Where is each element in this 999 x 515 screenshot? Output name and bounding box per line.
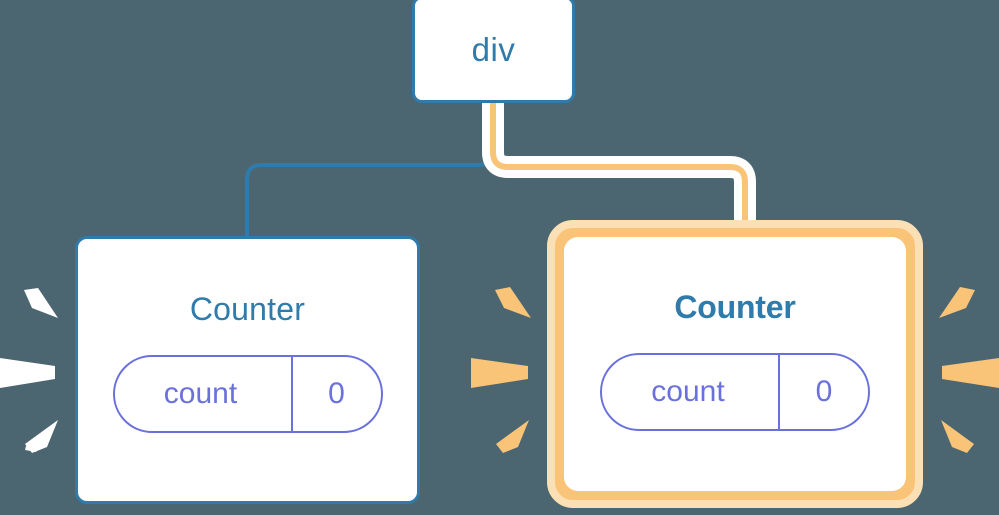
node-counter-right[interactable]: Counter count 0 <box>547 220 923 508</box>
sparkle-ray-upper <box>24 288 58 318</box>
node-counter-left[interactable]: Counter count 0 <box>75 236 420 504</box>
state-value-right: 0 <box>778 355 868 429</box>
node-div[interactable]: div <box>412 0 575 103</box>
state-pill-right: count 0 <box>600 353 870 431</box>
node-counter-right-inner: Counter count 0 <box>564 237 906 491</box>
sparkle-ray-lower <box>941 420 974 453</box>
sparkle-burst-counter-right-right <box>939 287 999 453</box>
sparkle-ray-middle <box>471 358 528 388</box>
node-counter-left-title: Counter <box>189 291 306 327</box>
sparkle-ray-upper <box>939 287 975 318</box>
node-counter-right-title: Counter <box>674 289 796 325</box>
sparkle-ray-upper <box>495 287 531 318</box>
sparkle-ray-middle <box>0 358 55 388</box>
sparkle-burst-counter-right-left <box>471 287 531 453</box>
node-div-label: div <box>471 31 516 68</box>
state-key-right: count <box>651 375 725 408</box>
sparkle-ray-lower-fill <box>25 420 58 453</box>
state-value-left: 0 <box>290 357 381 431</box>
state-key-left: count <box>163 377 238 410</box>
sparkle-ray-lower <box>496 420 529 453</box>
edge-root-to-right <box>490 100 748 232</box>
state-pill-left: count 0 <box>112 355 383 433</box>
sparkle-burst-counter-left <box>0 288 58 453</box>
sparkle-ray-middle <box>942 358 999 388</box>
